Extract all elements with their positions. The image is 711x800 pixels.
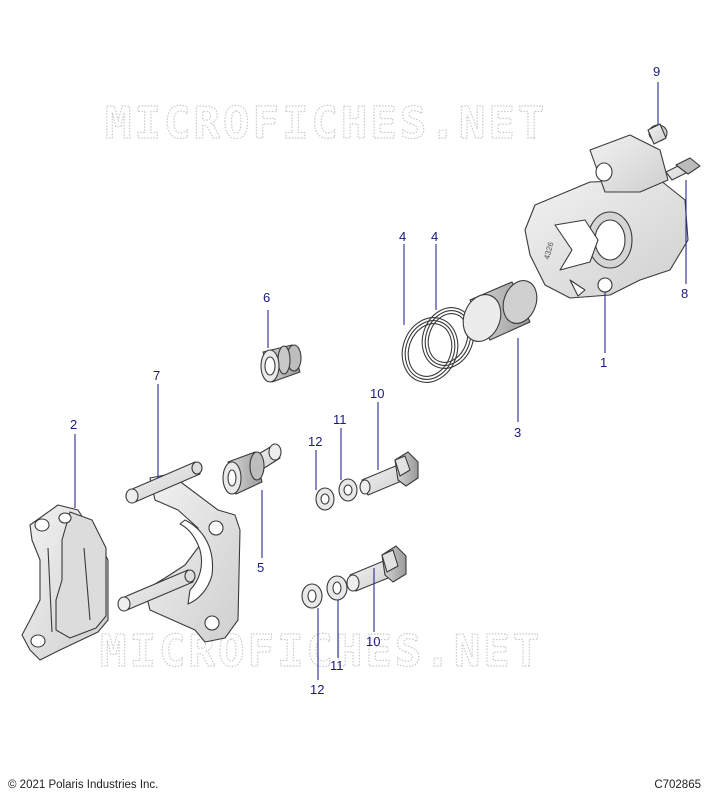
- callout-12a: 12: [308, 434, 322, 449]
- part-washers-bottom: [301, 575, 348, 609]
- callout-7: 7: [153, 368, 160, 383]
- callout-10b: 10: [366, 634, 380, 649]
- part-bolt-bottom: [346, 545, 407, 592]
- part-seals: [401, 307, 475, 383]
- callout-4a: 4: [399, 229, 406, 244]
- callout-4b: 4: [431, 229, 438, 244]
- callout-11a: 11: [333, 412, 347, 427]
- part-piston: [462, 280, 538, 342]
- callout-leaders: [74, 82, 687, 680]
- part-caliper-bracket: [117, 461, 241, 643]
- callout-11b: 11: [330, 658, 344, 673]
- callout-12b: 12: [310, 682, 324, 697]
- watermark-bottom: MICROFICHES.NET: [100, 626, 542, 677]
- diagram-code: C702865: [654, 779, 701, 791]
- part-caliper-body: 4326: [524, 134, 689, 299]
- copyright-text: © 2021 Polaris Industries Inc.: [8, 779, 159, 791]
- part-brake-pads: [21, 504, 109, 661]
- callout-labels: 1 2 3 4 4 5 6 7 8 9 10 10 11 11 12 12: [70, 64, 688, 697]
- callout-1: 1: [600, 355, 607, 370]
- callout-8: 8: [681, 286, 688, 301]
- callout-5: 5: [257, 560, 264, 575]
- callout-6: 6: [263, 290, 270, 305]
- part-washers-top: [315, 478, 358, 511]
- part-bleeder-cap: [647, 123, 668, 145]
- part-bleeder-screw: [665, 157, 701, 181]
- callout-10a: 10: [370, 386, 384, 401]
- callout-9: 9: [653, 64, 660, 79]
- part-bolt-top: [359, 451, 419, 496]
- part-bushing-6: [260, 344, 302, 383]
- part-slide-pin-5: [222, 443, 282, 495]
- callout-3: 3: [514, 425, 521, 440]
- watermark-top: MICROFICHES.NET: [105, 98, 547, 149]
- callout-2: 2: [70, 417, 77, 432]
